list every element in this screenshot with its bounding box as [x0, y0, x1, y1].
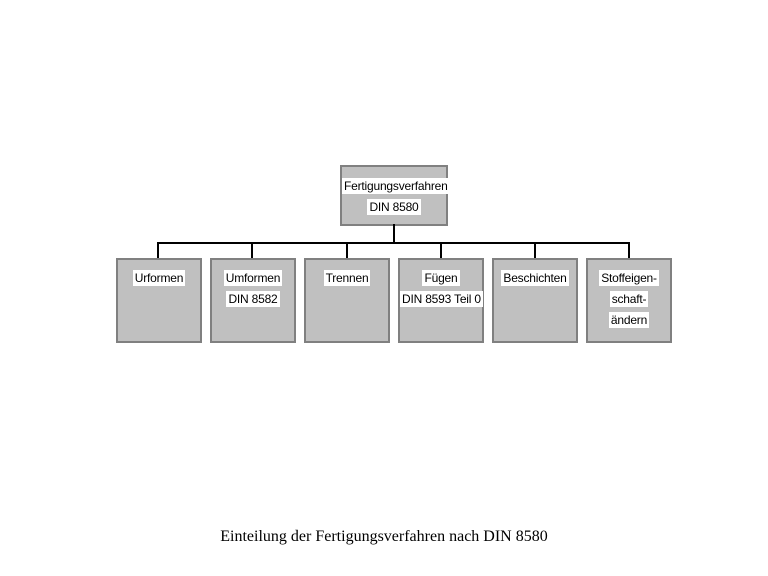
root-box-line: DIN 8580 [342, 197, 446, 218]
box-line: Beschichten [494, 268, 576, 289]
root-box-line: Fertigungsverfahren [342, 176, 450, 197]
box-trennen: Trennen [304, 258, 390, 343]
box-fuegen-label-2: DIN 8593 Teil 0 [400, 291, 483, 307]
figure-caption: Einteilung der Fertigungsverfahren nach … [220, 528, 548, 545]
connector-drop-beschichten [534, 242, 536, 258]
box-trennen-label: Trennen [323, 270, 371, 286]
box-line: Umformen [212, 268, 294, 289]
box-umformen-label-2: DIN 8582 [226, 291, 280, 307]
box-stoffeigenschaft-label-1: Stoffeigen- [599, 270, 659, 286]
box-fertigungsverfahren-din-8580: Fertigungsverfahren DIN 8580 [340, 165, 450, 226]
root-box-label-1: Fertigungsverfahren [342, 178, 450, 194]
box-line: DIN 8593 Teil 0 [400, 289, 483, 310]
box-beschichten-label: Beschichten [501, 270, 569, 286]
connector-root-stub [393, 224, 395, 243]
box-line: schaft- [588, 289, 670, 310]
box-fuegen-label-1: Fügen [422, 270, 460, 286]
connector-drop-umformen [251, 242, 253, 258]
box-line: Urformen [118, 268, 200, 289]
box-urformen: Urformen [116, 258, 202, 343]
connector-drop-trennen [346, 242, 348, 258]
connector-drop-fuegen [440, 242, 442, 258]
connector-horizontal-rail [158, 242, 630, 244]
root-box-label-2: DIN 8580 [367, 199, 421, 215]
box-urformen-label: Urformen [132, 270, 186, 286]
box-line: ändern [588, 310, 670, 331]
box-fuegen: Fügen DIN 8593 Teil 0 [398, 258, 484, 343]
box-stoffeigenschaft-label-2: schaft- [609, 291, 649, 307]
box-line: DIN 8582 [212, 289, 294, 310]
box-line: Stoffeigen- [588, 268, 670, 289]
box-umformen-label-1: Umformen [223, 270, 283, 286]
connector-drop-urformen [157, 242, 159, 258]
box-beschichten: Beschichten [492, 258, 578, 343]
box-line: Trennen [306, 268, 388, 289]
box-stoffeigenschaft-aendern: Stoffeigen- schaft- ändern [586, 258, 672, 343]
connector-drop-stoffeigenschaft [628, 242, 630, 258]
box-stoffeigenschaft-label-3: ändern [608, 312, 650, 328]
box-line: Fügen [400, 268, 482, 289]
box-umformen: Umformen DIN 8582 [210, 258, 296, 343]
